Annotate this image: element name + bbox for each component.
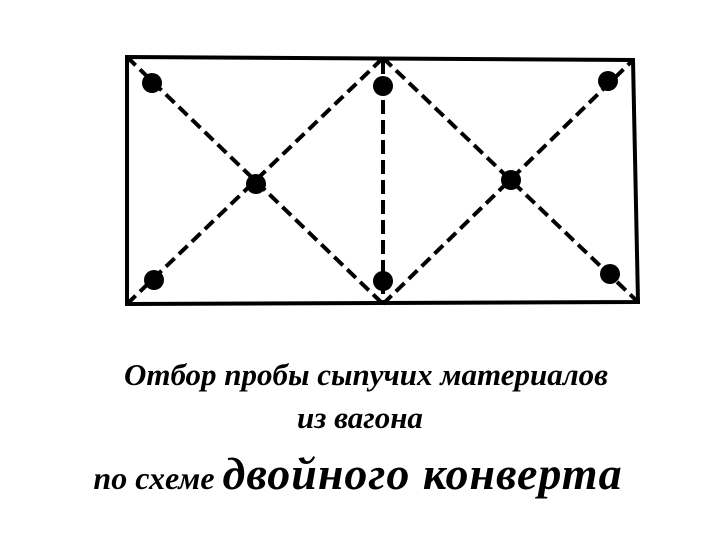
- caption-line-1: Отбор пробы сыпучих материалов: [123, 357, 608, 392]
- sample-point: [373, 271, 393, 291]
- diagonal-line: [125, 55, 385, 306]
- sample-point: [246, 174, 266, 194]
- sample-point: [142, 73, 162, 93]
- diagonal-line: [125, 56, 385, 306]
- caption-line-3: по схеме двойного конверта: [0, 447, 718, 500]
- sample-point: [598, 71, 618, 91]
- diagonal-line: [381, 58, 635, 306]
- diagonal-line: [381, 56, 640, 304]
- sample-point: [373, 76, 393, 96]
- sample-point: [600, 264, 620, 284]
- sample-point: [501, 170, 521, 190]
- sample-point: [144, 270, 164, 290]
- caption-scheme-name: двойного конверта: [222, 448, 623, 499]
- caption-line-2: из вагона: [297, 400, 423, 435]
- caption-scheme-label: по схеме: [93, 460, 215, 496]
